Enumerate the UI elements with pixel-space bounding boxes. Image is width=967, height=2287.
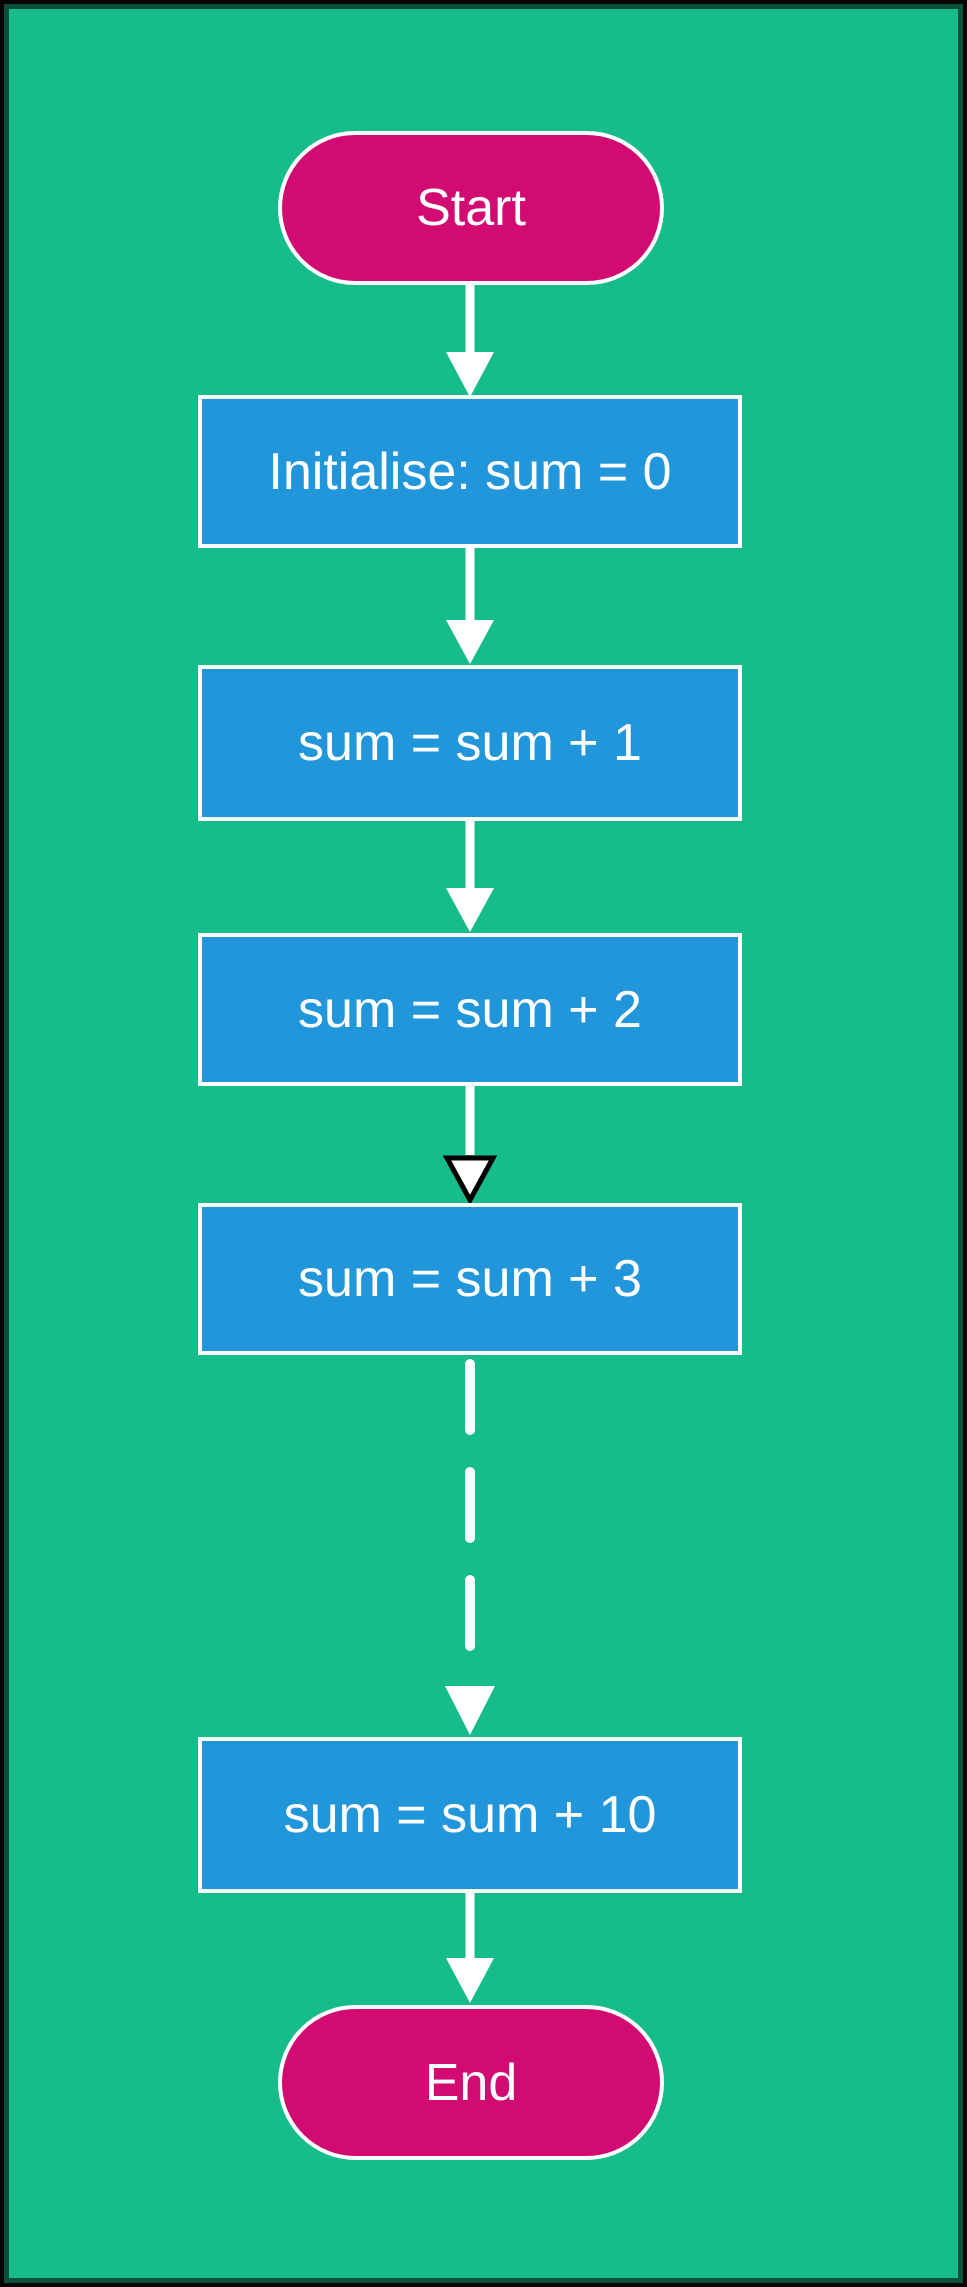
arrowhead-filled (446, 1958, 494, 2003)
node-label: sum = sum + 1 (298, 714, 642, 772)
node-label: Start (416, 179, 526, 237)
node-start: Start (278, 131, 664, 285)
node-sum-plus-3: sum = sum + 3 (198, 1203, 742, 1355)
flowchart-background (4, 4, 963, 2283)
node-sum-plus-10: sum = sum + 10 (198, 1737, 742, 1893)
arrowhead-filled (445, 1686, 495, 1735)
edge-add3-to-add10 (445, 1359, 495, 1735)
edge-add2-to-add3 (442, 1083, 498, 1206)
arrowhead-filled (446, 888, 494, 932)
node-sum-plus-2: sum = sum + 2 (198, 933, 742, 1086)
node-label: sum = sum + 10 (283, 1786, 657, 1844)
node-label: End (424, 2053, 518, 2112)
arrowhead-filled (446, 352, 494, 397)
node-label: Initialise: sum = 0 (268, 442, 672, 501)
node-end: End (278, 2005, 664, 2160)
edge-add1-to-add2 (446, 818, 494, 932)
arrowhead-filled (446, 620, 494, 664)
arrowhead-hollow (442, 1155, 498, 1206)
node-label: sum = sum + 2 (298, 980, 642, 1039)
edge-start-to-init (446, 283, 494, 397)
edge-init-to-add1 (446, 546, 494, 664)
edge-add10-to-end (446, 1890, 494, 2003)
node-label: sum = sum + 3 (298, 1250, 642, 1308)
node-initialise-sum: Initialise: sum = 0 (198, 395, 742, 548)
node-sum-plus-1: sum = sum + 1 (198, 665, 742, 821)
